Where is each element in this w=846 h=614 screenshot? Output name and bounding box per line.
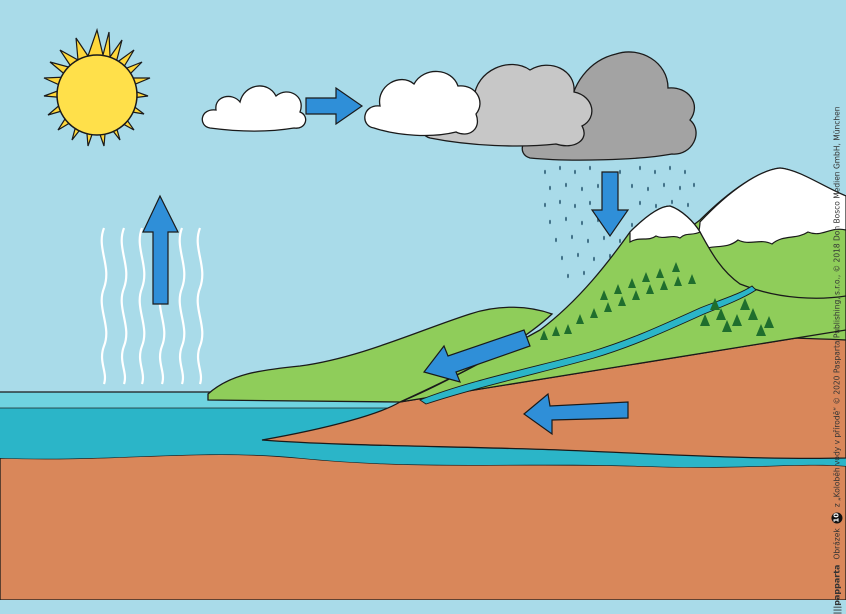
arrow-runoff-left bbox=[422, 329, 531, 383]
forest bbox=[540, 262, 774, 340]
soil-bottom bbox=[0, 453, 846, 600]
snow-cap-front bbox=[629, 205, 701, 244]
cloud-white-large bbox=[364, 70, 481, 137]
publisher-logo: |||papparta bbox=[832, 564, 842, 614]
page-badge: 10 bbox=[831, 511, 843, 523]
diagram-canvas bbox=[0, 27, 846, 600]
arrow-precipitation-down bbox=[590, 171, 630, 238]
water-cycle-illustration: |||papparta Obrázek 10 z „Koloběh vody v… bbox=[0, 27, 846, 614]
credit-strip: |||papparta Obrázek 10 z „Koloběh vody v… bbox=[830, 106, 844, 614]
arrow-evaporation-up bbox=[142, 194, 179, 305]
cloud-white-small bbox=[201, 85, 307, 132]
arrow-groundwater-left bbox=[523, 392, 629, 436]
arrow-wind-right bbox=[305, 86, 364, 126]
credit-label: Obrázek bbox=[832, 527, 842, 560]
river bbox=[419, 285, 757, 405]
credit-line: |||papparta Obrázek 10 z „Koloběh vody v… bbox=[831, 106, 843, 614]
soil-wedge bbox=[261, 329, 846, 460]
sun-icon bbox=[43, 27, 151, 147]
credit-text: z „Koloběh vody v přírodě“ © 2020 Paspar… bbox=[832, 106, 842, 507]
